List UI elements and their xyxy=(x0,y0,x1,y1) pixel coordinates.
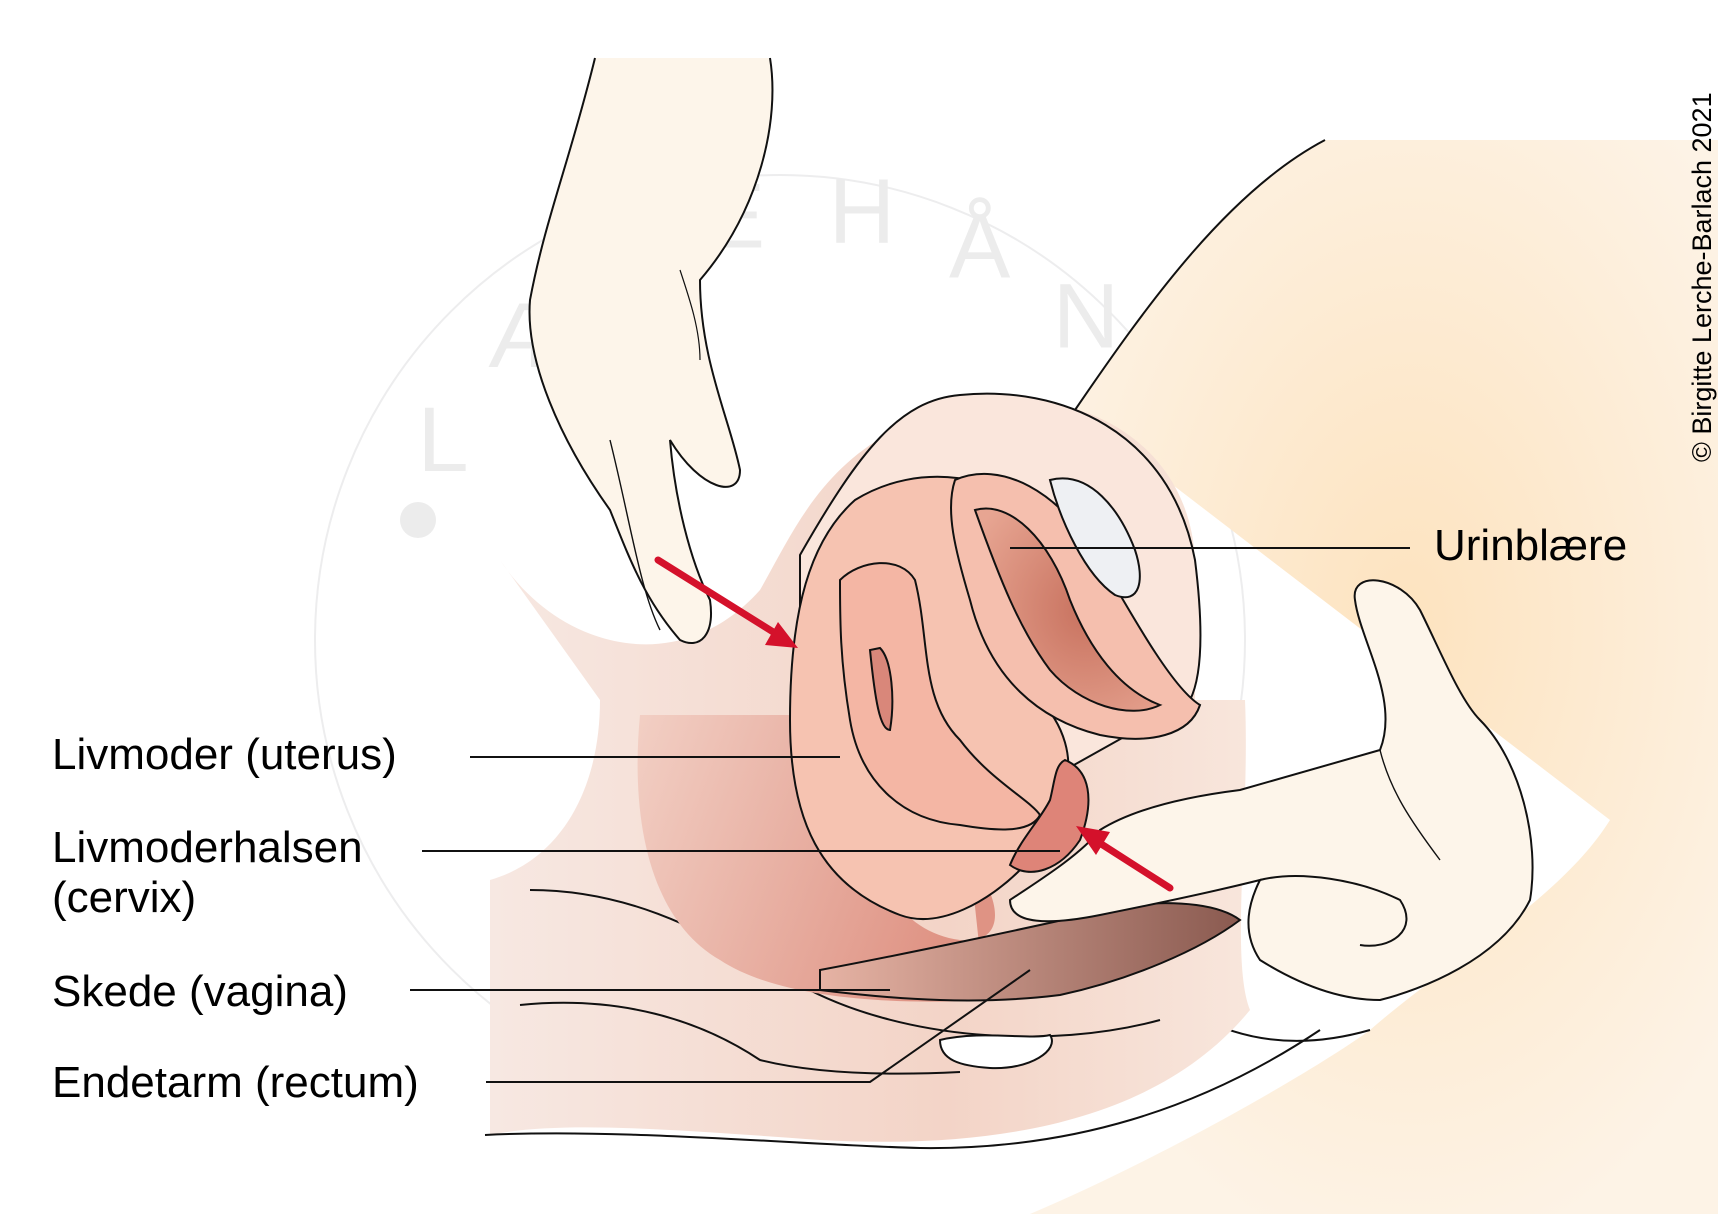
lower-thumb-line xyxy=(1259,875,1408,947)
label-rectum: Endetarm (rectum) xyxy=(52,1058,419,1107)
upper-finger-line xyxy=(609,439,661,631)
watermark-letter: N xyxy=(1053,266,1149,368)
arrow-upper-shaft xyxy=(654,556,782,639)
lower-hand-shape xyxy=(1008,579,1534,1002)
arrow-upper-head xyxy=(765,622,798,648)
palpation-arrows xyxy=(654,556,1174,892)
arrow-lower-head xyxy=(1076,826,1110,855)
belly-line xyxy=(1074,139,1326,411)
uterine-cavity xyxy=(868,646,894,732)
bladder-lumen xyxy=(973,507,1163,712)
watermark-dot xyxy=(400,502,436,538)
lower-hand xyxy=(1008,579,1534,1002)
label-cervix-line2: (cervix) xyxy=(52,873,197,922)
label-vagina: Skede (vagina) xyxy=(52,967,348,1016)
cervix xyxy=(1008,758,1090,873)
leader-rectum xyxy=(486,969,1031,1083)
rectum-fold xyxy=(938,1033,1053,1070)
lower-palm-line xyxy=(1379,749,1441,861)
label-bladder: Urinblære xyxy=(1434,521,1628,570)
label-uterus: Livmoder (uterus) xyxy=(52,730,397,779)
uterus-back xyxy=(637,715,995,1002)
leader-lines xyxy=(410,547,1410,1083)
label-cervix-line1: Livmoderhalsen xyxy=(52,823,363,872)
vagina-rectum xyxy=(819,902,1242,1070)
bladder xyxy=(950,472,1202,740)
upper-knuckle-line xyxy=(679,269,701,361)
bladder-cushion xyxy=(1048,477,1141,599)
upper-hand-shape xyxy=(528,57,774,645)
vagina-canal xyxy=(819,902,1242,1002)
upper-hand xyxy=(528,57,774,645)
belly xyxy=(1030,140,1718,1214)
watermark-letter: H xyxy=(829,161,925,263)
arrow-lower-shaft xyxy=(1091,836,1174,892)
lower-curve xyxy=(519,1001,961,1075)
copyright-text: © Birgitte Lerche-Barlach 2021 xyxy=(1687,92,1717,462)
watermark-letter: L xyxy=(418,389,499,491)
watermark-letter: Å xyxy=(949,196,1040,298)
buttock-curve xyxy=(484,1029,1321,1150)
